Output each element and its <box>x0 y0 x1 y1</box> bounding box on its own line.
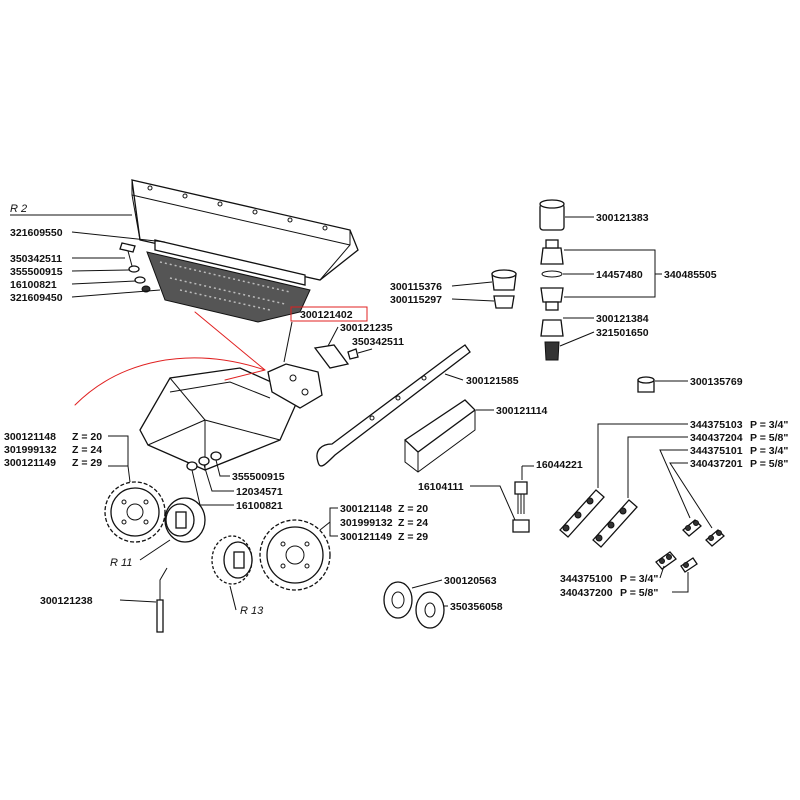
label-340485505: 340485505 <box>664 269 717 281</box>
label-321609450: 321609450 <box>10 292 63 304</box>
chain-link-a <box>682 519 702 537</box>
ref-r13: R 13 <box>240 605 264 617</box>
bearing-stack <box>491 199 565 361</box>
label-300121585: 300121585 <box>466 375 519 387</box>
ref-r2: R 2 <box>10 203 27 215</box>
curved-arm <box>316 344 471 467</box>
label-16100821-b: 16100821 <box>236 500 283 512</box>
label-344375100: 344375100 <box>560 573 613 585</box>
spec-z20-b: Z = 20 <box>398 503 428 515</box>
label-321609550: 321609550 <box>10 227 63 239</box>
label-16100821-a: 16100821 <box>10 279 57 291</box>
label-300121402: 300121402 <box>300 309 353 321</box>
label-300120563: 300120563 <box>444 575 497 587</box>
label-321501650: 321501650 <box>596 327 649 339</box>
spec-p34-b: P = 3/4" <box>750 445 788 457</box>
small-plate <box>313 344 350 369</box>
label-300121149-a: 300121149 <box>4 457 56 469</box>
bracket-plate <box>267 363 323 409</box>
hub-middle <box>211 535 253 585</box>
label-300115376: 300115376 <box>390 281 442 293</box>
label-300121384: 300121384 <box>596 313 649 325</box>
hub-left <box>164 497 206 543</box>
highlight-arrow <box>74 357 266 406</box>
sprocket-left <box>104 481 166 543</box>
chain-link-c <box>655 551 677 570</box>
spec-p58-a: P = 5/8" <box>750 432 788 444</box>
label-350342511-b: 350342511 <box>352 336 404 348</box>
chain-link-d <box>680 557 698 573</box>
label-301999132-a: 301999132 <box>4 444 57 456</box>
label-350356058: 350356058 <box>450 601 503 613</box>
spec-p58-b: P = 5/8" <box>750 458 788 470</box>
washer-small <box>415 591 445 629</box>
chain-link-b <box>705 529 725 547</box>
label-300121149-b: 300121149 <box>340 531 392 543</box>
spec-z24-b: Z = 24 <box>398 517 428 529</box>
label-340437204: 340437204 <box>690 432 743 444</box>
label-300121148-b: 300121148 <box>340 503 392 515</box>
label-14457480: 14457480 <box>596 269 643 281</box>
label-300121114: 300121114 <box>496 405 548 417</box>
chain-long-b <box>592 499 638 548</box>
pin <box>156 599 164 633</box>
label-340437201: 340437201 <box>690 458 743 470</box>
label-300121238: 300121238 <box>40 595 93 607</box>
label-355500915-b: 355500915 <box>232 471 285 483</box>
label-16104111: 16104111 <box>418 481 464 493</box>
label-350342511-a: 350342511 <box>10 253 62 265</box>
shield-assembly <box>119 179 359 323</box>
label-344375103: 344375103 <box>690 419 743 431</box>
spec-z29-b: Z = 29 <box>398 531 428 543</box>
spec-z29-a: Z = 29 <box>72 457 102 469</box>
label-12034571: 12034571 <box>236 486 283 498</box>
spec-p58-c: P = 5/8" <box>620 587 658 599</box>
washer-large <box>383 581 413 619</box>
label-355500915-a: 355500915 <box>10 266 63 278</box>
label-300121235: 300121235 <box>340 322 393 334</box>
ref-r11: R 11 <box>110 557 132 569</box>
label-300121383: 300121383 <box>596 212 649 224</box>
label-16044221: 16044221 <box>536 459 583 471</box>
label-344375101: 344375101 <box>690 445 743 457</box>
guide-rail <box>403 399 476 453</box>
spec-z24-a: Z = 24 <box>72 444 102 456</box>
nut <box>512 519 530 533</box>
spec-p34-c: P = 3/4" <box>620 573 658 585</box>
spec-p34-a: P = 3/4" <box>750 419 788 431</box>
spec-z20-a: Z = 20 <box>72 431 102 443</box>
label-300115297: 300115297 <box>390 294 442 306</box>
label-340437200: 340437200 <box>560 587 613 599</box>
label-300135769: 300135769 <box>690 376 743 388</box>
sprocket-middle <box>259 519 331 591</box>
label-301999132-b: 301999132 <box>340 517 393 529</box>
chain-long-a <box>559 489 605 538</box>
label-300121148-a: 300121148 <box>4 431 56 443</box>
bolt <box>514 481 528 495</box>
